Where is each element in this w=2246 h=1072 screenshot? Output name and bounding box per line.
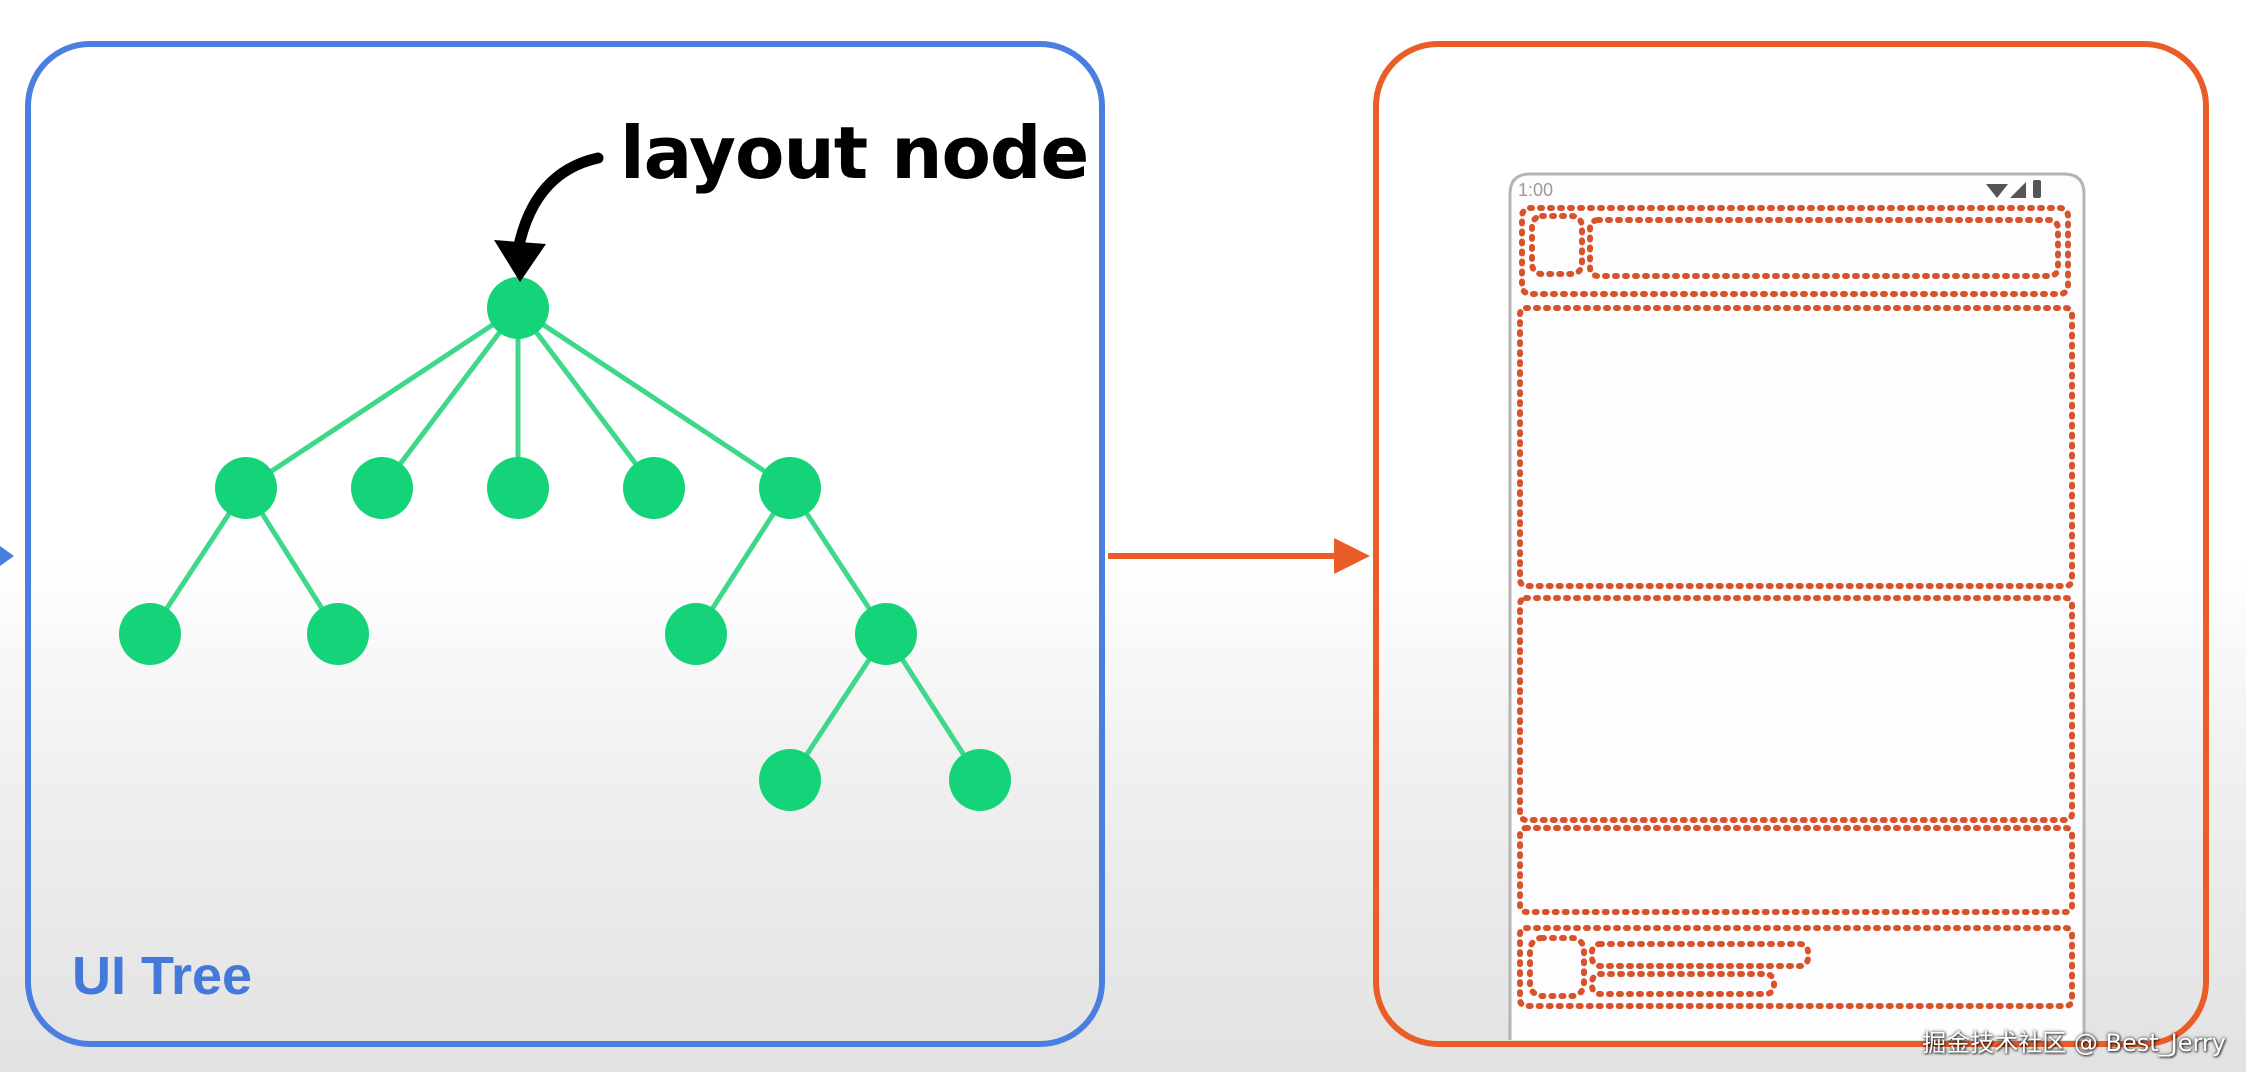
ui-tree (119, 277, 1011, 811)
layout-node-10 (759, 749, 821, 811)
layout-node-annotation: layout node (620, 111, 1088, 195)
tree-nodes (119, 277, 1011, 811)
incoming-arrow-icon (0, 546, 14, 566)
curved-arrow-icon (512, 152, 604, 256)
top-bar-region (1519, 205, 2071, 297)
layout-node-4 (623, 457, 685, 519)
phone-frame (1508, 172, 2086, 1040)
bottom-item-subtitle-region (1589, 971, 1777, 997)
top-bar-title-region (1587, 217, 2061, 279)
layout-node-1 (215, 457, 277, 519)
layout-node-3 (487, 457, 549, 519)
top-bar-icon-region (1529, 213, 1585, 277)
content-region-3 (1517, 825, 2075, 915)
battery-icon (2033, 180, 2041, 198)
connector-arrow-head-icon (1334, 538, 1370, 574)
phone-status-time: 1:00 (1518, 180, 1553, 200)
layout-node-9 (855, 603, 917, 665)
layout-regions (1517, 205, 2075, 1009)
tree-edge-3 (516, 306, 656, 490)
watermark: 掘金技术社区 @ Best_Jerry (1922, 1029, 2226, 1057)
signal-icon (2010, 182, 2026, 198)
tree-edge-1 (380, 306, 520, 490)
layout-node-11 (949, 749, 1011, 811)
bottom-item-region (1517, 925, 2075, 1009)
bottom-item-title-region (1589, 941, 1811, 969)
layout-node-8 (665, 603, 727, 665)
layout-panel (1373, 41, 2209, 1047)
layout-node-root (487, 277, 549, 339)
tree-edge-4 (516, 305, 792, 491)
layout-node-6 (119, 603, 181, 665)
ui-tree-label: UI Tree (72, 946, 252, 1006)
bottom-item-avatar-region (1527, 935, 1587, 999)
tree-edge-0 (244, 305, 520, 491)
ui-tree-panel (25, 41, 1105, 1047)
layout-node-7 (307, 603, 369, 665)
layout-node-2 (351, 457, 413, 519)
content-region-2 (1517, 595, 2075, 823)
layout-node-5 (759, 457, 821, 519)
curved-arrow-head-icon (494, 240, 546, 282)
wifi-icon (1986, 184, 2008, 198)
tree-edges (147, 305, 983, 782)
content-region-1 (1517, 305, 2075, 589)
